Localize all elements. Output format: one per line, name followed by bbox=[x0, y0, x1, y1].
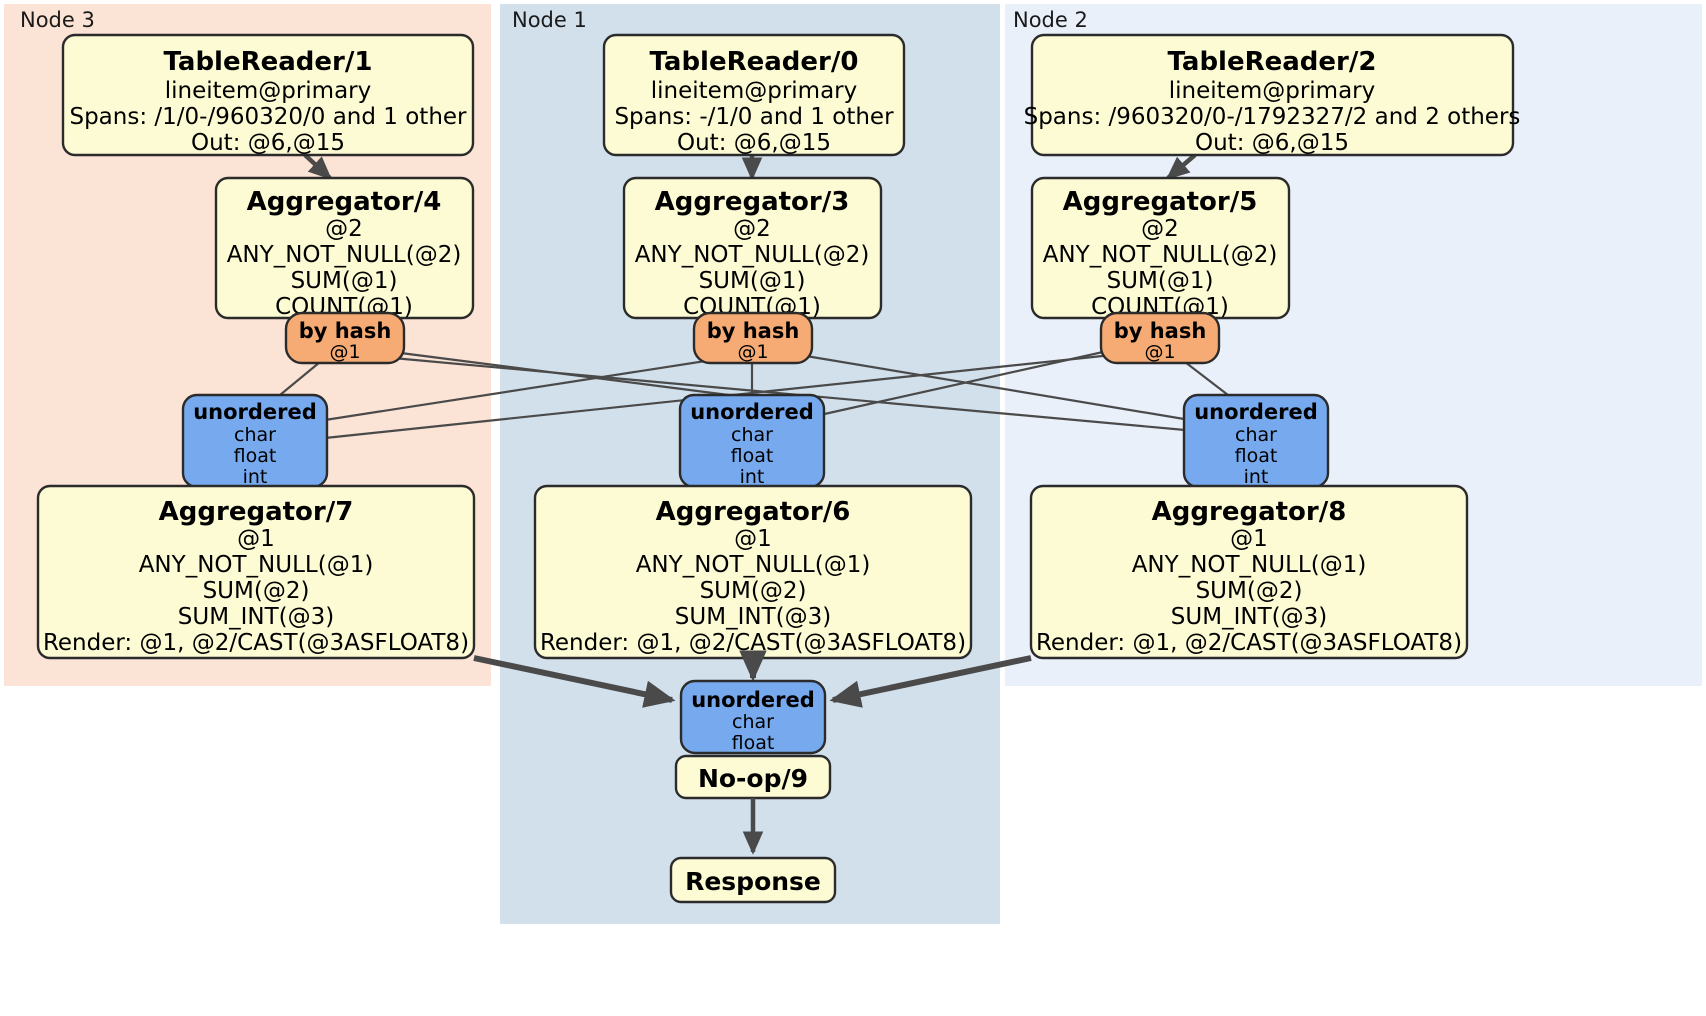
edge-aggregator7-to-unordered-final bbox=[473, 655, 676, 708]
box-tablereader-2[interactable] bbox=[1030, 33, 1515, 157]
unordered-final[interactable] bbox=[679, 679, 827, 755]
aggregator-8-line-4: Render: @1, @2/CAST(@3ASFLOAT8) bbox=[1036, 630, 1462, 656]
aggregator-8-title: Aggregator/8 bbox=[1152, 497, 1347, 527]
aggregator-7-line-3: SUM_INT(@3) bbox=[178, 604, 334, 630]
aggregator-8-line-2: SUM(@2) bbox=[1196, 578, 1303, 604]
unordered-right-line-0: char bbox=[1235, 424, 1277, 446]
aggregator-4-line-0: @2 bbox=[325, 216, 363, 242]
aggregator-3-line-0: @2 bbox=[733, 216, 771, 242]
hash-router-middle-title: by hash bbox=[707, 319, 800, 343]
tablereader-2-line-2: Out: @6,@15 bbox=[1195, 130, 1349, 156]
unordered-middle-line-1: float bbox=[731, 445, 774, 467]
box-response[interactable] bbox=[669, 856, 837, 904]
unordered-final-line-1: float bbox=[732, 732, 775, 754]
aggregator-7-line-2: SUM(@2) bbox=[203, 578, 310, 604]
hash-router-left-title: by hash bbox=[299, 319, 392, 343]
aggregator-8-line-0: @1 bbox=[1230, 526, 1268, 552]
hash-router-middle[interactable] bbox=[692, 311, 814, 365]
hash-router-left[interactable] bbox=[284, 311, 406, 365]
tablereader-2-line-0: lineitem@primary bbox=[1169, 78, 1375, 104]
box-aggregator-7[interactable] bbox=[36, 484, 476, 660]
aggregator-6-title: Aggregator/6 bbox=[656, 497, 851, 527]
node-panel-label-node2: Node 2 bbox=[1013, 8, 1088, 32]
aggregator-8-line-1: ANY_NOT_NULL(@1) bbox=[1132, 552, 1367, 578]
box-tablereader-0[interactable] bbox=[602, 33, 906, 157]
edge-tablereader2-to-aggregator5 bbox=[1165, 153, 1197, 180]
aggregator-6-line-3: SUM_INT(@3) bbox=[675, 604, 831, 630]
unordered-middle-line-0: char bbox=[731, 424, 773, 446]
aggregator-7-title: Aggregator/7 bbox=[159, 497, 354, 527]
edge-hash-middle-to-unordered-right bbox=[799, 353, 1191, 422]
tablereader-0-line-0: lineitem@primary bbox=[651, 78, 857, 104]
aggregator-6-line-0: @1 bbox=[734, 526, 772, 552]
unordered-final-title: unordered bbox=[691, 688, 815, 712]
aggregator-6-line-2: SUM(@2) bbox=[700, 578, 807, 604]
edge-aggregator8-to-unordered-final bbox=[829, 655, 1032, 708]
aggregator-5-title: Aggregator/5 bbox=[1063, 187, 1258, 217]
unordered-final-line-0: char bbox=[732, 711, 774, 733]
tablereader-1-title: TableReader/1 bbox=[164, 47, 373, 77]
aggregator-4-title: Aggregator/4 bbox=[247, 187, 442, 217]
tablereader-1-line-0: lineitem@primary bbox=[165, 78, 371, 104]
edge-hash-right-to-unordered-middle bbox=[819, 348, 1113, 417]
hash-router-right-title: by hash bbox=[1114, 319, 1207, 343]
unordered-left-line-1: float bbox=[234, 445, 277, 467]
unordered-right-title: unordered bbox=[1194, 400, 1318, 424]
unordered-left-line-0: char bbox=[234, 424, 276, 446]
aggregator-3-line-1: ANY_NOT_NULL(@2) bbox=[635, 242, 870, 268]
tablereader-2-title: TableReader/2 bbox=[1168, 47, 1377, 77]
aggregator-6-line-1: ANY_NOT_NULL(@1) bbox=[636, 552, 871, 578]
aggregator-7-line-4: Render: @1, @2/CAST(@3ASFLOAT8) bbox=[43, 630, 469, 656]
hash-router-right[interactable] bbox=[1099, 311, 1221, 365]
hash-router-right-line: @1 bbox=[1144, 341, 1175, 363]
unordered-right-line-2: int bbox=[1244, 466, 1269, 488]
aggregator-6-line-4: Render: @1, @2/CAST(@3ASFLOAT8) bbox=[540, 630, 966, 656]
hash-router-middle-line: @1 bbox=[737, 341, 768, 363]
aggregator-3-title: Aggregator/3 bbox=[655, 187, 850, 217]
aggregator-7-line-1: ANY_NOT_NULL(@1) bbox=[139, 552, 374, 578]
no-op-9-title: No-op/9 bbox=[698, 764, 808, 793]
tablereader-0-line-2: Out: @6,@15 bbox=[677, 130, 831, 156]
box-tablereader-1[interactable] bbox=[61, 33, 475, 157]
aggregator-4-line-1: ANY_NOT_NULL(@2) bbox=[227, 242, 462, 268]
unordered-left-title: unordered bbox=[193, 400, 317, 424]
tablereader-0-line-1: Spans: -/1/0 and 1 other bbox=[614, 104, 894, 130]
box-aggregator-8[interactable] bbox=[1029, 484, 1469, 660]
aggregator-8-line-3: SUM_INT(@3) bbox=[1171, 604, 1327, 630]
edge-hash-middle-to-unordered-left bbox=[324, 358, 713, 422]
unordered-middle-title: unordered bbox=[690, 400, 814, 424]
node-panel-label-node3: Node 3 bbox=[20, 8, 95, 32]
unordered-middle-line-2: int bbox=[740, 466, 765, 488]
response-title: Response bbox=[685, 867, 821, 896]
edge-hash-right-to-unordered-right bbox=[1184, 361, 1229, 396]
aggregator-3-line-2: SUM(@1) bbox=[699, 268, 806, 294]
edge-tablereader1-to-aggregator4 bbox=[303, 153, 332, 180]
edge-hash-left-to-unordered-left bbox=[279, 361, 321, 396]
tablereader-1-line-1: Spans: /1/0-/960320/0 and 1 other bbox=[69, 104, 467, 130]
hash-router-left-line: @1 bbox=[329, 341, 360, 363]
aggregator-5-line-2: SUM(@1) bbox=[1107, 268, 1214, 294]
tablereader-2-line-1: Spans: /960320/0-/1792327/2 and 2 others bbox=[1024, 104, 1521, 130]
unordered-left-line-2: int bbox=[243, 466, 268, 488]
unordered-right-line-1: float bbox=[1235, 445, 1278, 467]
tablereader-0-title: TableReader/0 bbox=[650, 47, 859, 77]
aggregator-7-line-0: @1 bbox=[237, 526, 275, 552]
aggregator-4-line-2: SUM(@1) bbox=[291, 268, 398, 294]
aggregator-5-line-1: ANY_NOT_NULL(@2) bbox=[1043, 242, 1278, 268]
node-panel-label-node1: Node 1 bbox=[512, 8, 587, 32]
tablereader-1-line-2: Out: @6,@15 bbox=[191, 130, 345, 156]
aggregator-5-line-0: @2 bbox=[1141, 216, 1179, 242]
